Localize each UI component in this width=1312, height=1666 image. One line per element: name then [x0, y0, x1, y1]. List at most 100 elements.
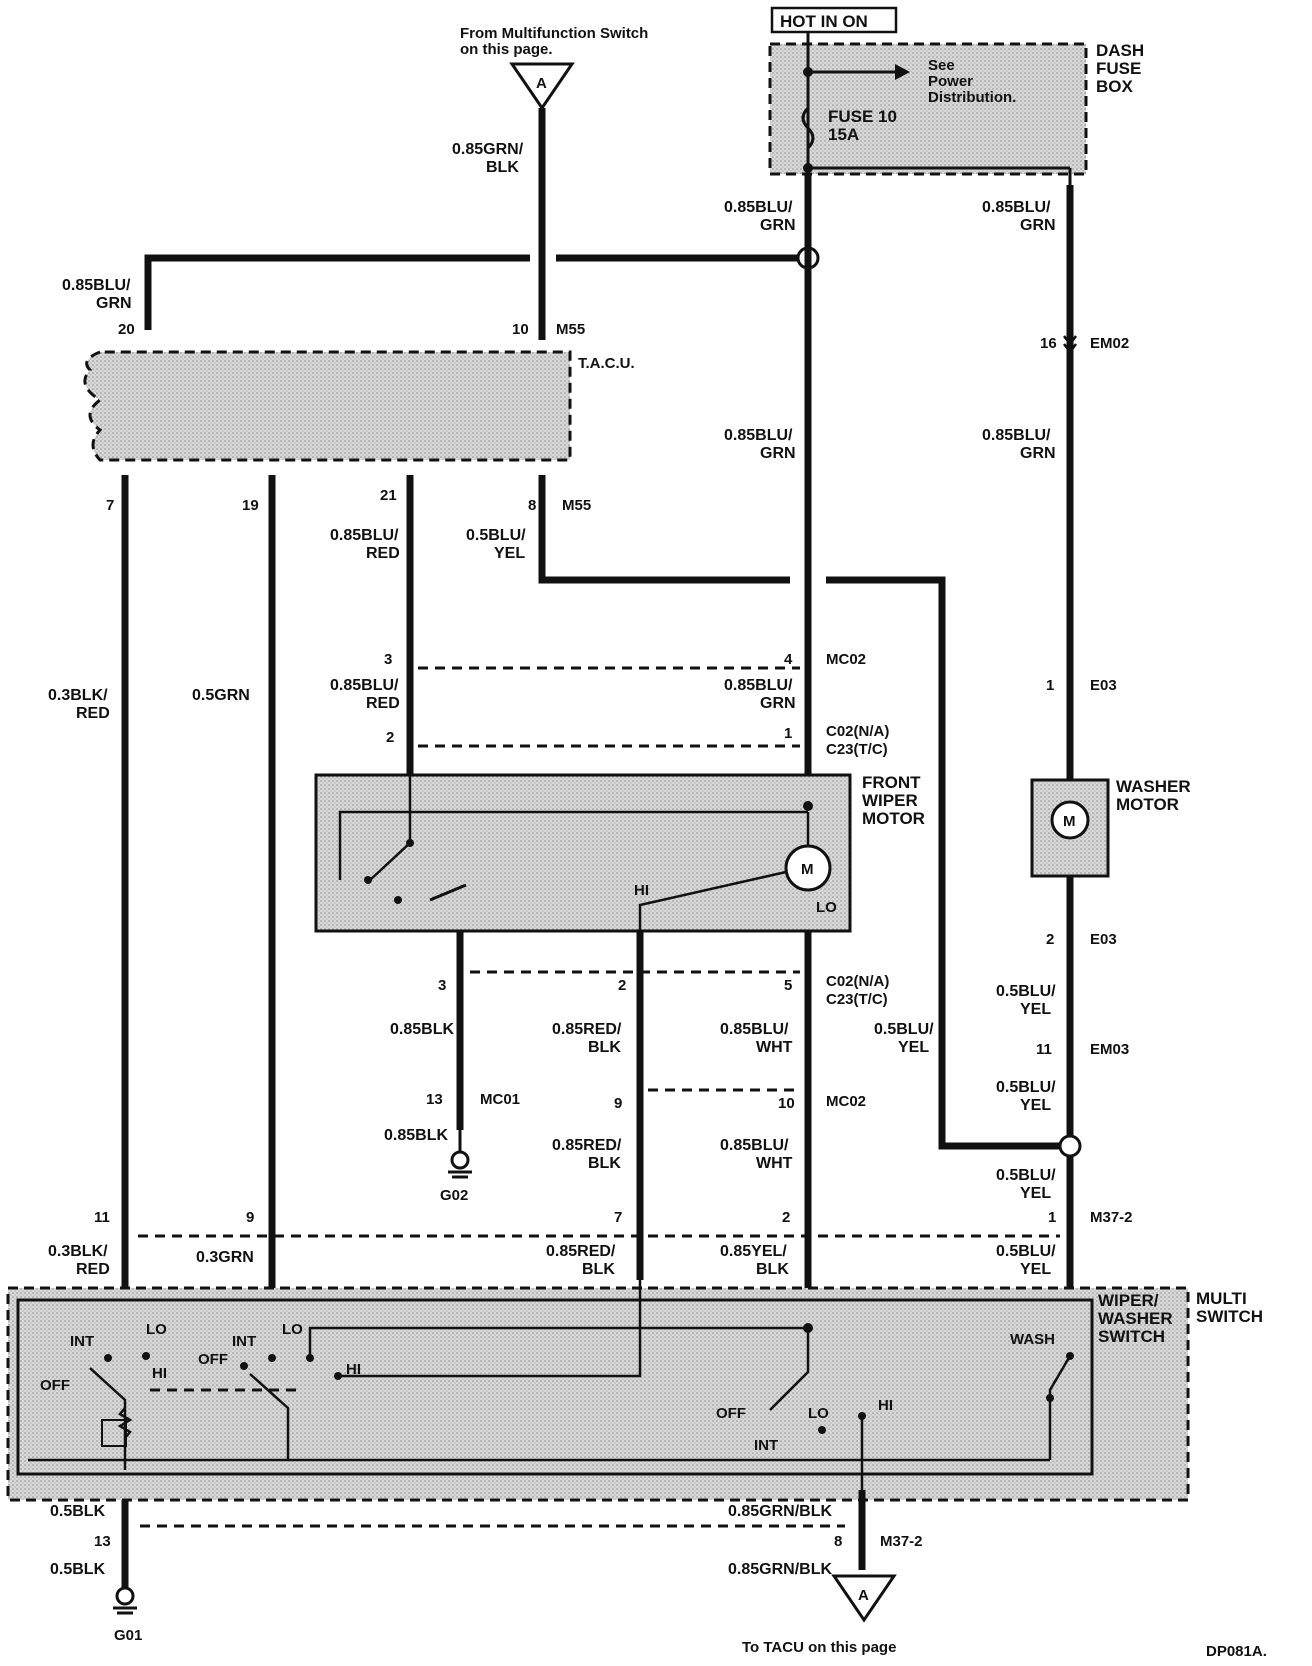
lbl-grn-03: 0.3GRN	[196, 1249, 254, 1266]
lbl-grn-blk-b2: 0.85GRN/BLK	[728, 1561, 832, 1578]
lbl-blk-085a: 0.85BLK	[390, 1021, 454, 1038]
lbl-blu-wht-1a: 0.85BLU/	[720, 1021, 789, 1038]
lbl-red-blk-1a: 0.85RED/	[552, 1021, 622, 1038]
tacu-pin-21: 21	[380, 487, 397, 504]
c02-name-1: C02(N/A)	[826, 723, 889, 740]
lbl-red-blk-2a: 0.85RED/	[552, 1137, 622, 1154]
sw-mid-off-contact	[240, 1362, 248, 1370]
lbl-red-blk-2b: BLK	[588, 1155, 621, 1172]
sw-wash-arm	[1048, 1355, 1072, 1460]
lbl-blk-red-1b: RED	[76, 705, 110, 722]
e03-name-1: E03	[1090, 677, 1117, 694]
lbl-blu-yel-r2a: 0.5BLU/	[996, 1079, 1056, 1096]
sw-left-resistor	[101, 1419, 127, 1447]
multi-switch-name-1: MULTI	[1196, 1289, 1247, 1308]
park-switch-pivot	[406, 839, 414, 847]
m37b-pin-13: 13	[94, 1533, 111, 1550]
m37-name: M37-2	[1090, 1209, 1133, 1226]
lbl-grn-blk-b1: 0.85GRN/BLK	[728, 1503, 832, 1520]
lbl-blk-05b: 0.5BLK	[50, 1561, 106, 1578]
tacu-pin-20: 20	[118, 321, 135, 338]
connector-a-bottom-icon	[831, 1574, 897, 1623]
lbl-blu-yel-1b: YEL	[494, 545, 525, 562]
front-motor-hi: HI	[634, 882, 649, 899]
e03-pin-2: 2	[1046, 931, 1054, 948]
connector-a-top-letter: A	[536, 75, 547, 92]
front-wiper-motor-name-2: WIPER	[862, 791, 918, 810]
lbl-blu-grn-fuse-1: 0.85BLU/	[724, 199, 793, 216]
washer-motor-icon	[1050, 800, 1090, 840]
em03-pin: 11	[1036, 1041, 1052, 1058]
see-text-3: Distribution.	[928, 89, 1016, 106]
sw-left-hi: HI	[152, 1365, 167, 1382]
washer-motor-name-1: WASHER	[1116, 777, 1191, 796]
wiper-washer-switch-box	[16, 1298, 1094, 1476]
washer-motor-name-2: MOTOR	[1116, 795, 1179, 814]
multi-switch-box	[6, 1286, 1190, 1502]
mc02-pin-3: 3	[384, 651, 392, 668]
tacu-pin-10: 10	[512, 321, 529, 338]
lbl-blk-red-2b: RED	[76, 1261, 110, 1278]
lbl-grn-blk-top-2: BLK	[486, 159, 519, 176]
em02-connector-icon	[1063, 335, 1077, 355]
c02b-name-2: C23(T/C)	[826, 991, 888, 1008]
lbl-yel-blk-b: BLK	[756, 1261, 789, 1278]
motor-hi-wire	[638, 870, 787, 931]
sw-mid-int-contact	[268, 1354, 276, 1362]
fuse-10-icon	[801, 106, 815, 150]
m37b-pin-8: 8	[834, 1533, 842, 1550]
mc02-pin-4: 4	[784, 651, 793, 668]
lbl-blu-yel-r4b: YEL	[1020, 1261, 1051, 1278]
wiper-washer-switch-2: WASHER	[1098, 1309, 1173, 1328]
tacu-pin-7: 7	[106, 497, 114, 514]
tacu-connector-bottom: M55	[562, 497, 591, 514]
sw-left-int: INT	[70, 1333, 94, 1350]
lbl-blk-red-1a: 0.3BLK/	[48, 687, 108, 704]
lbl-blu-yel-1a: 0.5BLU/	[466, 527, 526, 544]
park-cam-arm	[429, 883, 467, 902]
c02b-pin-5: 5	[784, 977, 792, 994]
em02-name: EM02	[1090, 335, 1129, 352]
m37-pin-9: 9	[246, 1209, 254, 1226]
lbl-blk-05a: 0.5BLK	[50, 1503, 106, 1520]
m37-pin-7: 7	[614, 1209, 622, 1226]
sw-left-coil	[117, 1407, 133, 1439]
c02-pin-2: 2	[386, 729, 394, 746]
g02-ground-icon	[450, 1150, 470, 1170]
lbl-red-blk-3b: BLK	[582, 1261, 615, 1278]
see-text-2: Power	[928, 73, 973, 90]
lbl-blu-red-2a: 0.85BLU/	[330, 677, 399, 694]
lbl-blu-grn-left-2: GRN	[96, 295, 132, 312]
lbl-blu-grn-right-2: GRN	[1020, 217, 1056, 234]
mc02-name: MC02	[826, 651, 866, 668]
c02-pin-1: 1	[784, 725, 792, 742]
lbl-blu-grn-fuse-2: GRN	[760, 217, 796, 234]
lbl-blu-wht-2b: WHT	[756, 1155, 793, 1172]
lbl-blu-yel-r3b: YEL	[1020, 1185, 1051, 1202]
sw-mid-lo-wire	[308, 1326, 808, 1358]
m37-pin-2: 2	[782, 1209, 790, 1226]
lbl-blu-grn-mid-2: GRN	[760, 445, 796, 462]
c02b-pin-3: 3	[438, 977, 446, 994]
from-note-2: on this page.	[460, 41, 553, 58]
lbl-blu-yel-mid-a: 0.5BLU/	[874, 1021, 934, 1038]
lbl-blu-yel-r4a: 0.5BLU/	[996, 1243, 1056, 1260]
hot-in-on-label: HOT IN ON	[780, 12, 868, 31]
fuse-label-2: 15A	[828, 125, 859, 144]
sw-right-off: OFF	[716, 1405, 746, 1422]
lbl-blu-red-1a: 0.85BLU/	[330, 527, 399, 544]
mc02b-pin-10: 10	[778, 1095, 795, 1112]
mc01-pin: 13	[426, 1091, 443, 1108]
sw-mid-int: INT	[232, 1333, 256, 1350]
e03-name-2: E03	[1090, 931, 1117, 948]
connector-a-bottom-letter: A	[858, 1587, 869, 1604]
see-text-1: See	[928, 57, 955, 74]
tacu-connector-top: M55	[556, 321, 585, 338]
lbl-blu-wht-1b: WHT	[756, 1039, 793, 1056]
sw-right-hi: HI	[878, 1397, 893, 1414]
power-dist-arrow-icon	[895, 64, 910, 80]
sw-wash-pivot	[1046, 1394, 1054, 1402]
park-contact-2	[394, 896, 402, 904]
lbl-blu-yel-r1a: 0.5BLU/	[996, 983, 1056, 1000]
lbl-blu-grn-mid2-2: GRN	[760, 695, 796, 712]
